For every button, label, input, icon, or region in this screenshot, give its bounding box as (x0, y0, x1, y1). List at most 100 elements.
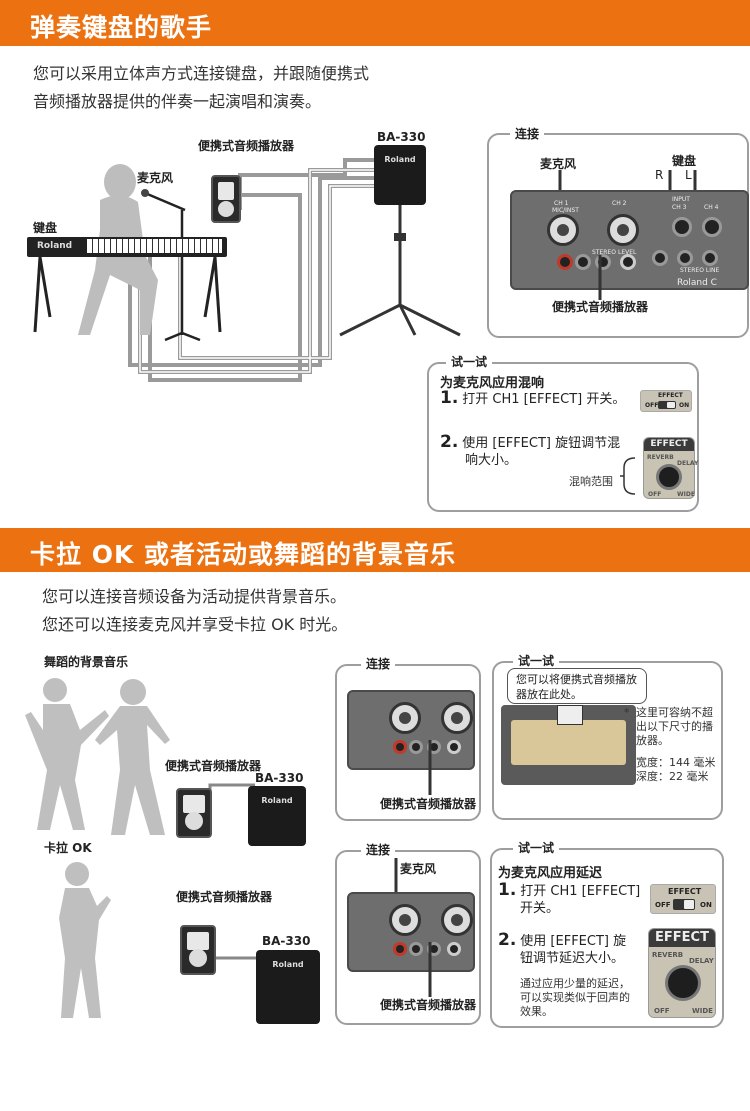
xlr-jack-ch2 (441, 702, 473, 734)
level-knob (447, 942, 461, 956)
keyboard: Roland (27, 237, 227, 257)
ba330-speaker: Roland (374, 145, 426, 205)
xlr-jack-ch1 (389, 904, 421, 936)
dance-model-label: BA-330 (255, 771, 304, 785)
jack-ch4 (702, 217, 722, 237)
note-line2: 出以下尺寸的播 (636, 720, 713, 733)
line-jack-1 (652, 250, 668, 266)
try-box-1-title: 试一试 (446, 353, 493, 370)
step-text: 打开 CH1 [EFFECT] 开关。 (462, 392, 626, 407)
note-star: * (624, 706, 630, 719)
panel-stereo-line: STEREO LINE (680, 267, 720, 274)
switch-off: OFF (655, 901, 671, 909)
effect-knob-2: EFFECT REVERB DELAY OFF WIDE (648, 928, 716, 1018)
control-panel (511, 720, 626, 765)
try2-step1: 1.打开 CH1 [EFFECT] (498, 882, 640, 900)
try2-step2: 2.使用 [EFFECT] 旋 (498, 932, 626, 950)
knob-delay: DELAY (677, 460, 699, 467)
note-line3: 放器。 (636, 734, 669, 747)
player-cable-3 (428, 942, 432, 997)
speaker-logo: Roland (384, 155, 416, 164)
knob-wide: WIDE (692, 1007, 713, 1015)
knob-reverb: REVERB (647, 454, 674, 461)
try2-note-line2: 可以实现类似于回声的 (520, 991, 630, 1004)
switch-off: OFF (645, 402, 659, 409)
try-box-3-subtitle: 为麦克风应用延迟 (498, 866, 603, 881)
effect-switch-2: EFFECT OFF ON (650, 884, 716, 914)
note-line1: 这里可容纳不超 (636, 706, 713, 719)
section2-heading: 卡拉 OK 或者活动或舞蹈的背景音乐 (30, 540, 457, 569)
panel-input-label: INPUT (672, 196, 690, 203)
panel-stereo: STEREO (592, 249, 616, 256)
line-jack-3 (702, 250, 718, 266)
label-portable-player: 便携式音频播放器 (198, 139, 295, 153)
karaoke-player (180, 925, 216, 975)
player-cable-2 (428, 740, 432, 795)
note-width: 宽度：144 毫米 (636, 756, 716, 769)
section2-intro-line2: 您还可以连接麦克风并享受卡拉 OK 时光。 (42, 615, 348, 634)
panel-brand: Roland C (677, 278, 717, 288)
panel-level: LEVEL (618, 249, 637, 256)
karaoke-model-label: BA-330 (262, 934, 311, 948)
panel-micinst: MIC/INST (552, 207, 579, 214)
section1-banner: 弹奏键盘的歌手 (0, 0, 750, 46)
dance-player (176, 788, 212, 838)
ba330-top-view (501, 705, 636, 785)
connect-box-3-mic: 麦克风 (400, 862, 437, 876)
karaoke-singer-icon (59, 862, 111, 1018)
step-num: 1. (440, 388, 459, 408)
try2-step1-line2: 开关。 (520, 901, 560, 916)
step-text: 打开 CH1 [EFFECT] (520, 884, 641, 899)
karaoke-speaker: Roland (256, 950, 320, 1024)
dancers-silhouette-icon (25, 678, 170, 835)
level-knob (447, 740, 461, 754)
reverb-range-bracket (620, 457, 636, 495)
level-knob (620, 254, 636, 270)
try-box-1-subtitle: 为麦克风应用混响 (440, 376, 545, 391)
rca-jack-l (575, 254, 591, 270)
effect-knob-1: EFFECT REVERB DELAY OFF WIDE (643, 437, 699, 499)
xlr-jack-ch2 (607, 214, 639, 246)
knob-wide: WIDE (677, 491, 695, 498)
speaker-logo: Roland (272, 960, 304, 969)
panel-ch4: CH 4 (704, 204, 719, 211)
try2-note-line1: 通过应用少量的延迟， (520, 977, 630, 990)
label-mic: 麦克风 (137, 171, 174, 185)
dance-speaker: Roland (248, 786, 306, 846)
switch-label: EFFECT (658, 392, 683, 399)
connect-player-label: 便携式音频播放器 (552, 300, 649, 314)
rca-jack-l (409, 740, 423, 754)
connect-box-3-player: 便携式音频播放器 (380, 998, 477, 1012)
rca-jack-r (393, 740, 407, 754)
keyboard-logo: Roland (37, 241, 73, 251)
try1-step2: 2.使用 [EFFECT] 旋钮调节混 (440, 434, 620, 452)
try2-note-line3: 效果。 (520, 1005, 553, 1018)
knob-reverb: REVERB (652, 951, 684, 959)
portable-player (211, 175, 241, 223)
keyboard-stand-icon (33, 257, 222, 333)
callout-line1: 您可以将便携式音频播放 (516, 673, 637, 686)
rca-jack-r (393, 942, 407, 956)
karaoke-player-label: 便携式音频播放器 (176, 890, 273, 904)
note-depth: 深度：22 毫米 (636, 770, 709, 783)
dance-label: 舞蹈的背景音乐 (44, 655, 129, 669)
input-panel-1: INPUT CH 1 CH 2 CH 3 CH 4 MIC/INST STERE… (510, 190, 749, 290)
xlr-jack-ch1 (547, 214, 579, 246)
knob-off: OFF (648, 491, 662, 498)
step-num: 2. (440, 432, 459, 452)
panel-ch3: CH 3 (672, 204, 687, 211)
label-keyboard: 键盘 (33, 221, 58, 235)
singer-silhouette-icon (78, 164, 158, 335)
connect-box-3-title: 连接 (361, 841, 396, 858)
xlr-jack-ch1 (389, 702, 421, 734)
try-box-3-title: 试一试 (513, 839, 560, 856)
connect-mic-label: 麦克风 (540, 157, 577, 171)
step-num: 2. (498, 930, 517, 950)
player-cable-1 (598, 255, 602, 300)
knob-delay: DELAY (689, 957, 714, 965)
section2-banner: 卡拉 OK 或者活动或舞蹈的背景音乐 (0, 528, 750, 572)
keyboard-keys (87, 239, 222, 253)
mic-stand-icon (141, 189, 201, 342)
rca-jack-l (409, 942, 423, 956)
line-jack-2 (677, 250, 693, 266)
